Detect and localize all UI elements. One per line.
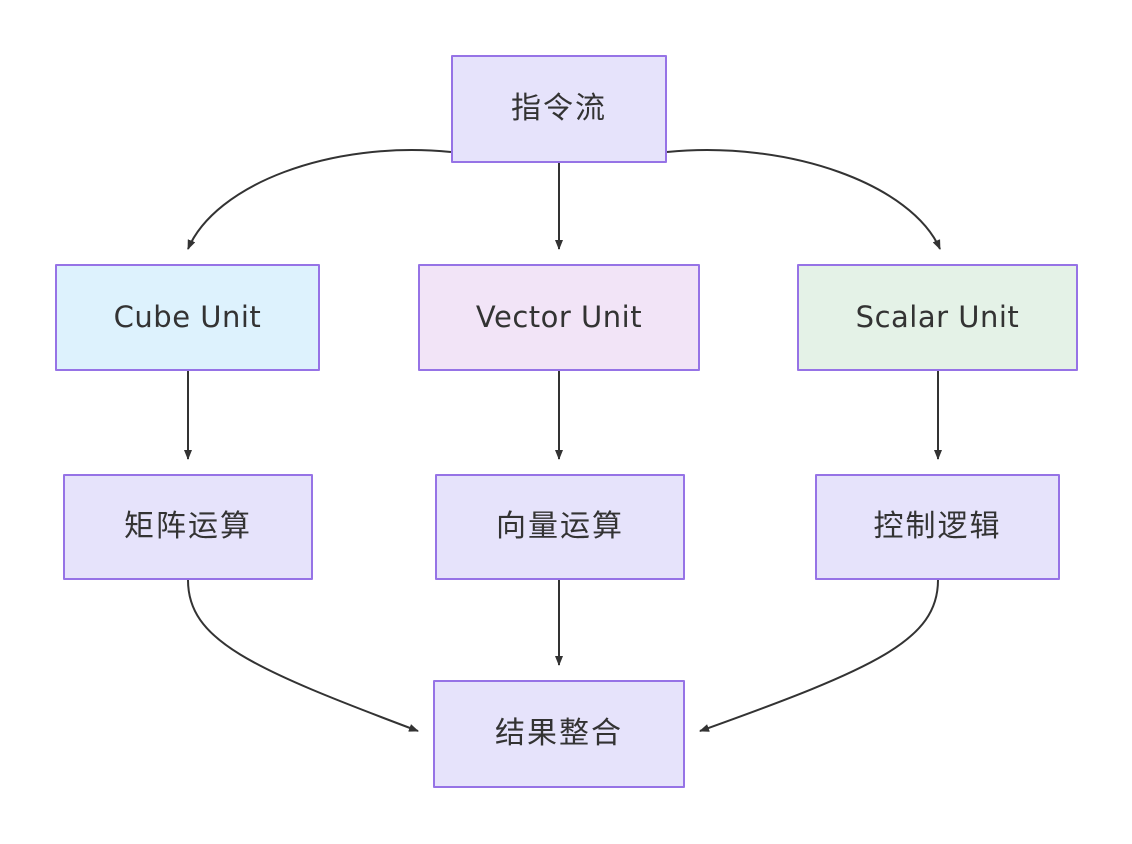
node-scalar-unit-label: Scalar Unit — [855, 300, 1020, 334]
node-scalar-unit[interactable]: Scalar Unit — [797, 264, 1078, 371]
edge-instruction-stream-to-scalar-unit — [666, 149, 941, 250]
node-cube-unit[interactable]: Cube Unit — [55, 264, 320, 371]
node-cube-unit-label: Cube Unit — [113, 300, 262, 334]
node-control-logic[interactable]: 控制逻辑 — [815, 474, 1060, 580]
node-vector-unit[interactable]: Vector Unit — [418, 264, 700, 371]
node-matrix-op[interactable]: 矩阵运算 — [63, 474, 313, 580]
edge-instruction-stream-to-cube-unit — [187, 149, 452, 250]
edge-matrix-op-to-result-merge — [187, 579, 419, 732]
node-vector-op[interactable]: 向量运算 — [435, 474, 685, 580]
node-instruction-stream-label: 指令流 — [511, 91, 607, 126]
node-vector-op-label: 向量运算 — [496, 509, 624, 544]
node-instruction-stream[interactable]: 指令流 — [451, 55, 667, 163]
node-matrix-op-label: 矩阵运算 — [124, 509, 252, 544]
node-result-merge[interactable]: 结果整合 — [433, 680, 685, 788]
node-result-merge-label: 结果整合 — [495, 716, 623, 751]
node-vector-unit-label: Vector Unit — [475, 300, 643, 334]
node-control-logic-label: 控制逻辑 — [873, 509, 1002, 544]
edge-control-logic-to-result-merge — [699, 579, 939, 732]
